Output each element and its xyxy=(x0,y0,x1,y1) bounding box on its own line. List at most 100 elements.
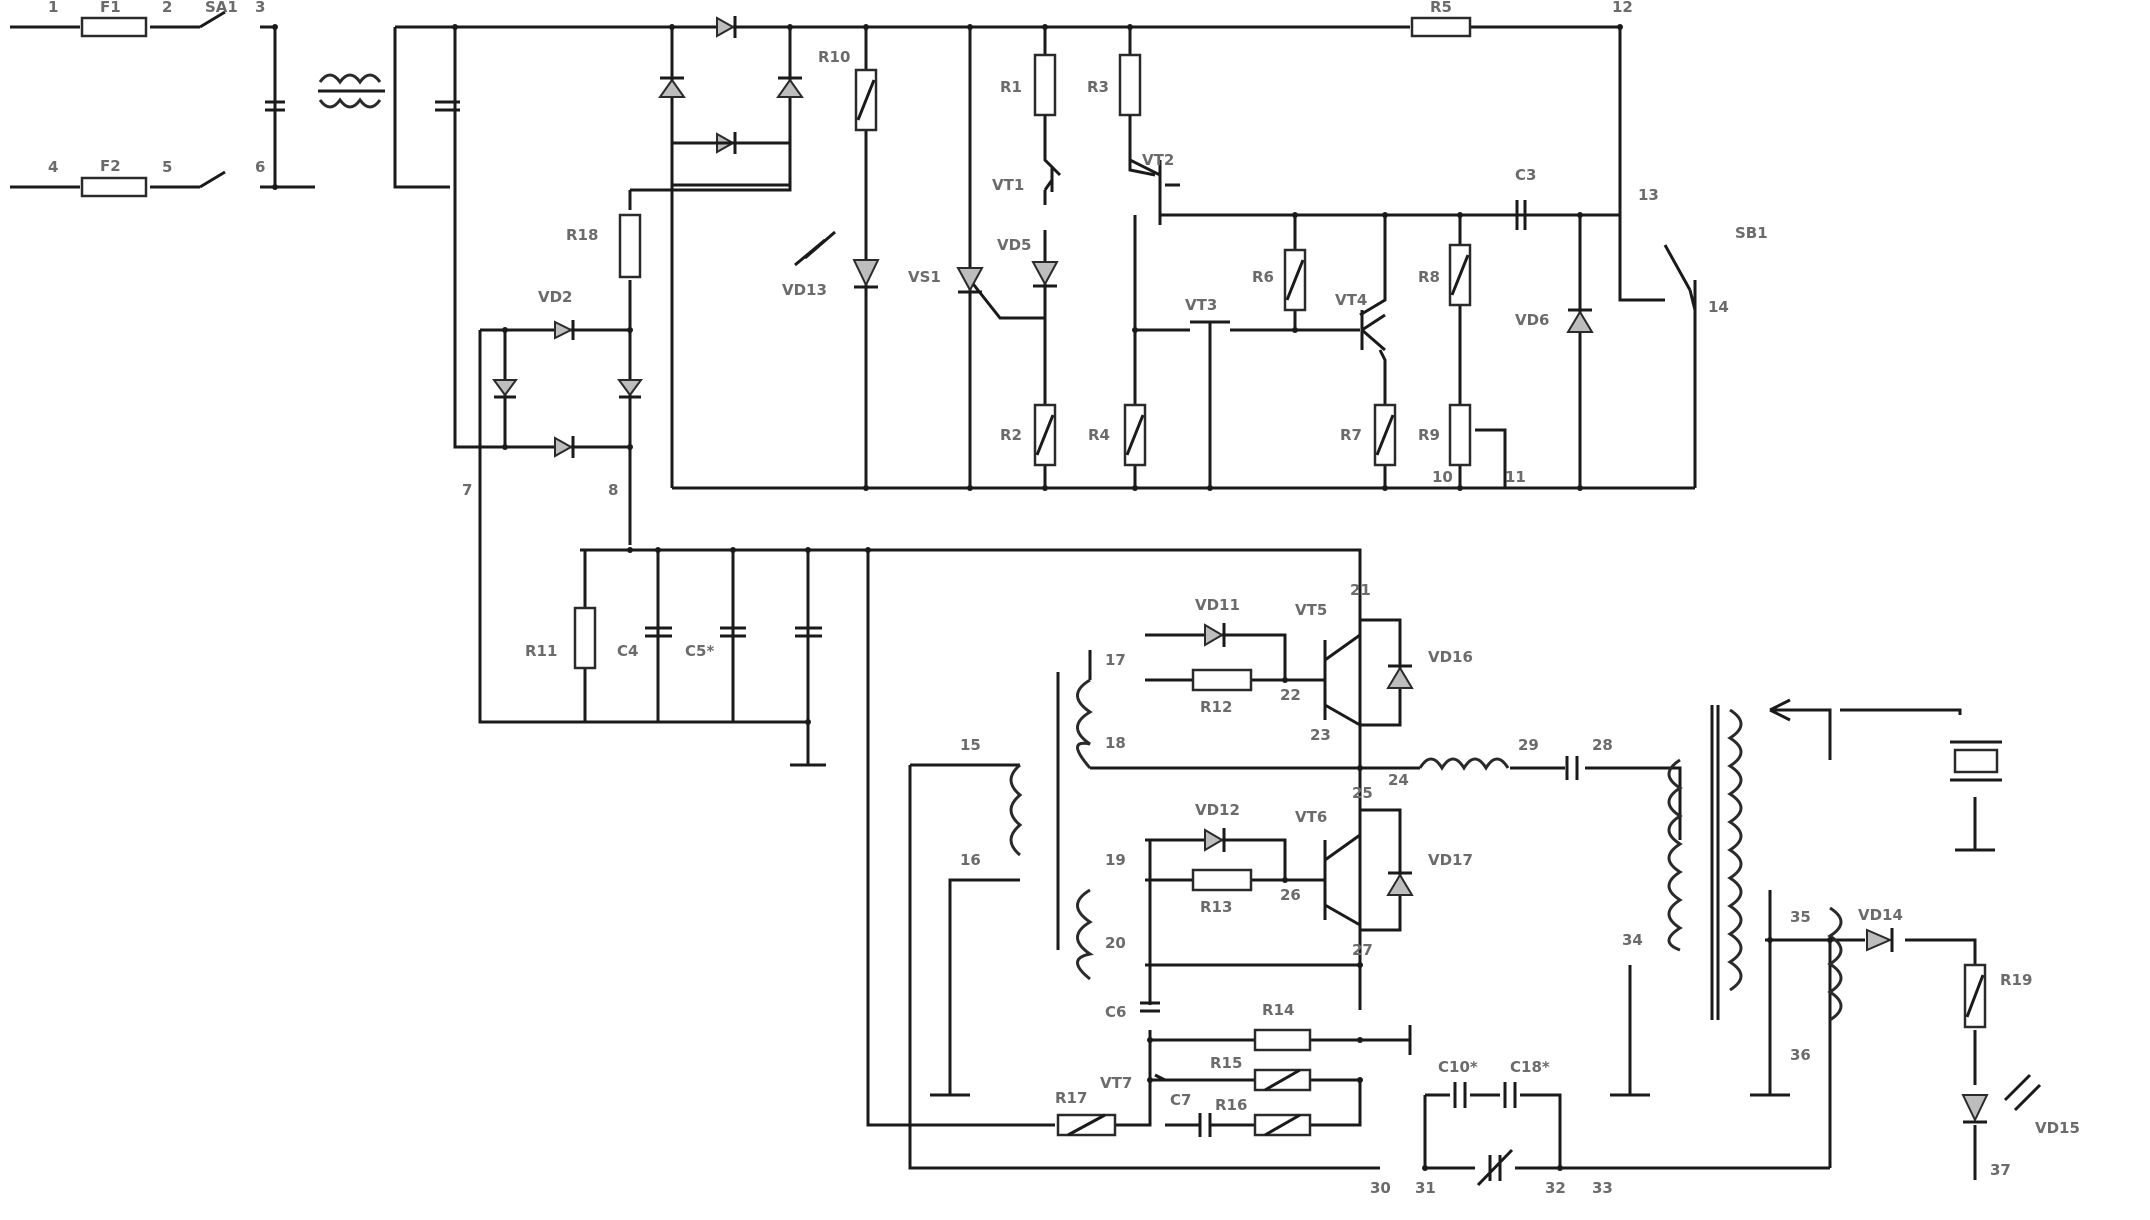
ground-1 xyxy=(790,722,826,767)
output-arrow xyxy=(1769,698,1791,722)
fuse-f1: F1 xyxy=(80,0,148,38)
svg-text:R6: R6 xyxy=(1252,268,1274,286)
thyristor-vs1: VS1 xyxy=(908,267,984,294)
svg-text:SB1: SB1 xyxy=(1735,224,1768,242)
ground-right xyxy=(1955,840,1995,852)
emitter-element xyxy=(1950,740,2002,782)
svg-text:23: 23 xyxy=(1310,726,1331,744)
svg-text:11: 11 xyxy=(1505,468,1526,486)
svg-text:5: 5 xyxy=(162,158,172,176)
svg-text:VS1: VS1 xyxy=(908,268,941,286)
resistor-r4: R4 xyxy=(1088,403,1147,467)
svg-text:36: 36 xyxy=(1790,1046,1811,1064)
junctions xyxy=(272,24,1833,1171)
transistor-vt5: VT5 xyxy=(1295,601,1361,727)
resistor-r15: R15 xyxy=(1210,1054,1312,1092)
resistor-r11: R11 xyxy=(525,606,597,670)
transistor-vt1: VT1 xyxy=(992,115,1054,205)
svg-text:33: 33 xyxy=(1592,1179,1613,1197)
resistor-r18: R18 xyxy=(566,213,642,279)
svg-text:34: 34 xyxy=(1622,931,1643,949)
svg-text:VT6: VT6 xyxy=(1295,808,1327,826)
svg-text:25: 25 xyxy=(1352,784,1373,802)
variable-capacitor xyxy=(1476,1148,1514,1187)
svg-text:10: 10 xyxy=(1432,468,1453,486)
svg-text:15: 15 xyxy=(960,736,981,754)
diode-vd14: VD14 xyxy=(1858,906,1903,952)
input-capacitor-1 xyxy=(265,100,285,112)
capacitor-c6 xyxy=(795,626,822,638)
svg-text:R8: R8 xyxy=(1418,268,1440,286)
led-vd15: VD15 xyxy=(1961,1073,2080,1137)
button-sb1: SB1 xyxy=(1663,224,1768,291)
svg-text:R18: R18 xyxy=(566,226,598,244)
capacitor-c8: C6 xyxy=(1105,1001,1160,1021)
series-capacitor xyxy=(1565,756,1579,780)
svg-text:VD15: VD15 xyxy=(2035,1119,2080,1137)
output-transformer xyxy=(1667,705,1843,1022)
svg-text:20: 20 xyxy=(1105,934,1126,952)
svg-text:F1: F1 xyxy=(100,0,121,16)
transistor-vt2: VT2 xyxy=(1128,115,1180,225)
svg-text:2: 2 xyxy=(162,0,172,16)
capacitor-c7: C7 xyxy=(1170,1091,1212,1137)
svg-text:27: 27 xyxy=(1352,941,1373,959)
svg-text:R1: R1 xyxy=(1000,78,1022,96)
capacitor-c5: C5* xyxy=(685,626,746,660)
resistor-r14: R14 xyxy=(1253,1001,1312,1052)
svg-text:R14: R14 xyxy=(1262,1001,1294,1019)
svg-text:18: 18 xyxy=(1105,734,1126,752)
led-vd13: VD13 xyxy=(782,230,880,299)
resistor-r16: R16 xyxy=(1215,1096,1312,1137)
svg-text:R17: R17 xyxy=(1055,1089,1087,1107)
resistor-r2: R2 xyxy=(1000,403,1057,467)
node-labels: 1 2 3 4 5 6 7 8 10 11 12 13 14 15 16 17 … xyxy=(48,0,2011,1197)
svg-text:6: 6 xyxy=(255,158,265,176)
svg-text:R19: R19 xyxy=(2000,971,2032,989)
resistor-r3: R3 xyxy=(1087,53,1142,117)
capacitor-c3: C3 xyxy=(1515,166,1536,230)
svg-text:C5*: C5* xyxy=(685,642,714,660)
svg-text:35: 35 xyxy=(1790,908,1811,926)
svg-text:31: 31 xyxy=(1415,1179,1436,1197)
svg-text:C6: C6 xyxy=(1105,1003,1126,1021)
svg-text:3: 3 xyxy=(255,0,265,16)
resistor-r17: R17 xyxy=(1055,1089,1117,1137)
capacitor-c10: C10* xyxy=(1438,1058,1478,1108)
wiring xyxy=(10,25,1977,1180)
zener-vd6: VD6 xyxy=(1515,308,1594,333)
svg-text:C4: C4 xyxy=(617,642,638,660)
svg-text:VD16: VD16 xyxy=(1428,648,1473,666)
svg-text:26: 26 xyxy=(1280,886,1301,904)
svg-text:R3: R3 xyxy=(1087,78,1109,96)
drive-transformer xyxy=(1009,672,1094,981)
diode-vd5: VD5 xyxy=(997,236,1059,288)
svg-text:VD6: VD6 xyxy=(1515,311,1550,329)
svg-text:R11: R11 xyxy=(525,642,557,660)
svg-text:R13: R13 xyxy=(1200,898,1232,916)
resistor-r10: R10 xyxy=(818,48,878,132)
svg-text:VT3: VT3 xyxy=(1185,296,1217,314)
svg-text:R12: R12 xyxy=(1200,698,1232,716)
svg-text:30: 30 xyxy=(1370,1179,1391,1197)
svg-text:SA1: SA1 xyxy=(205,0,238,16)
svg-text:VD2: VD2 xyxy=(538,288,573,306)
input-choke xyxy=(318,73,385,109)
resistor-r12: R12 xyxy=(1191,668,1253,716)
fuse-f2: F2 xyxy=(80,157,148,198)
svg-text:C10*: C10* xyxy=(1438,1058,1478,1076)
diode-vd17: VD17 xyxy=(1386,851,1473,896)
resistor-r8: R8 xyxy=(1418,243,1472,307)
svg-text:14: 14 xyxy=(1708,298,1729,316)
svg-text:VD17: VD17 xyxy=(1428,851,1473,869)
transistor-vt4: VT4 xyxy=(1335,291,1386,352)
bridge-diodes-vd2: VD2 xyxy=(492,288,643,458)
svg-text:VT5: VT5 xyxy=(1295,601,1327,619)
transistor-vt3: VT3 xyxy=(1185,296,1230,350)
svg-text:22: 22 xyxy=(1280,686,1301,704)
svg-text:VD11: VD11 xyxy=(1195,596,1240,614)
resistor-r1: R1 xyxy=(1000,53,1057,117)
svg-text:R7: R7 xyxy=(1340,426,1362,444)
svg-text:19: 19 xyxy=(1105,851,1126,869)
